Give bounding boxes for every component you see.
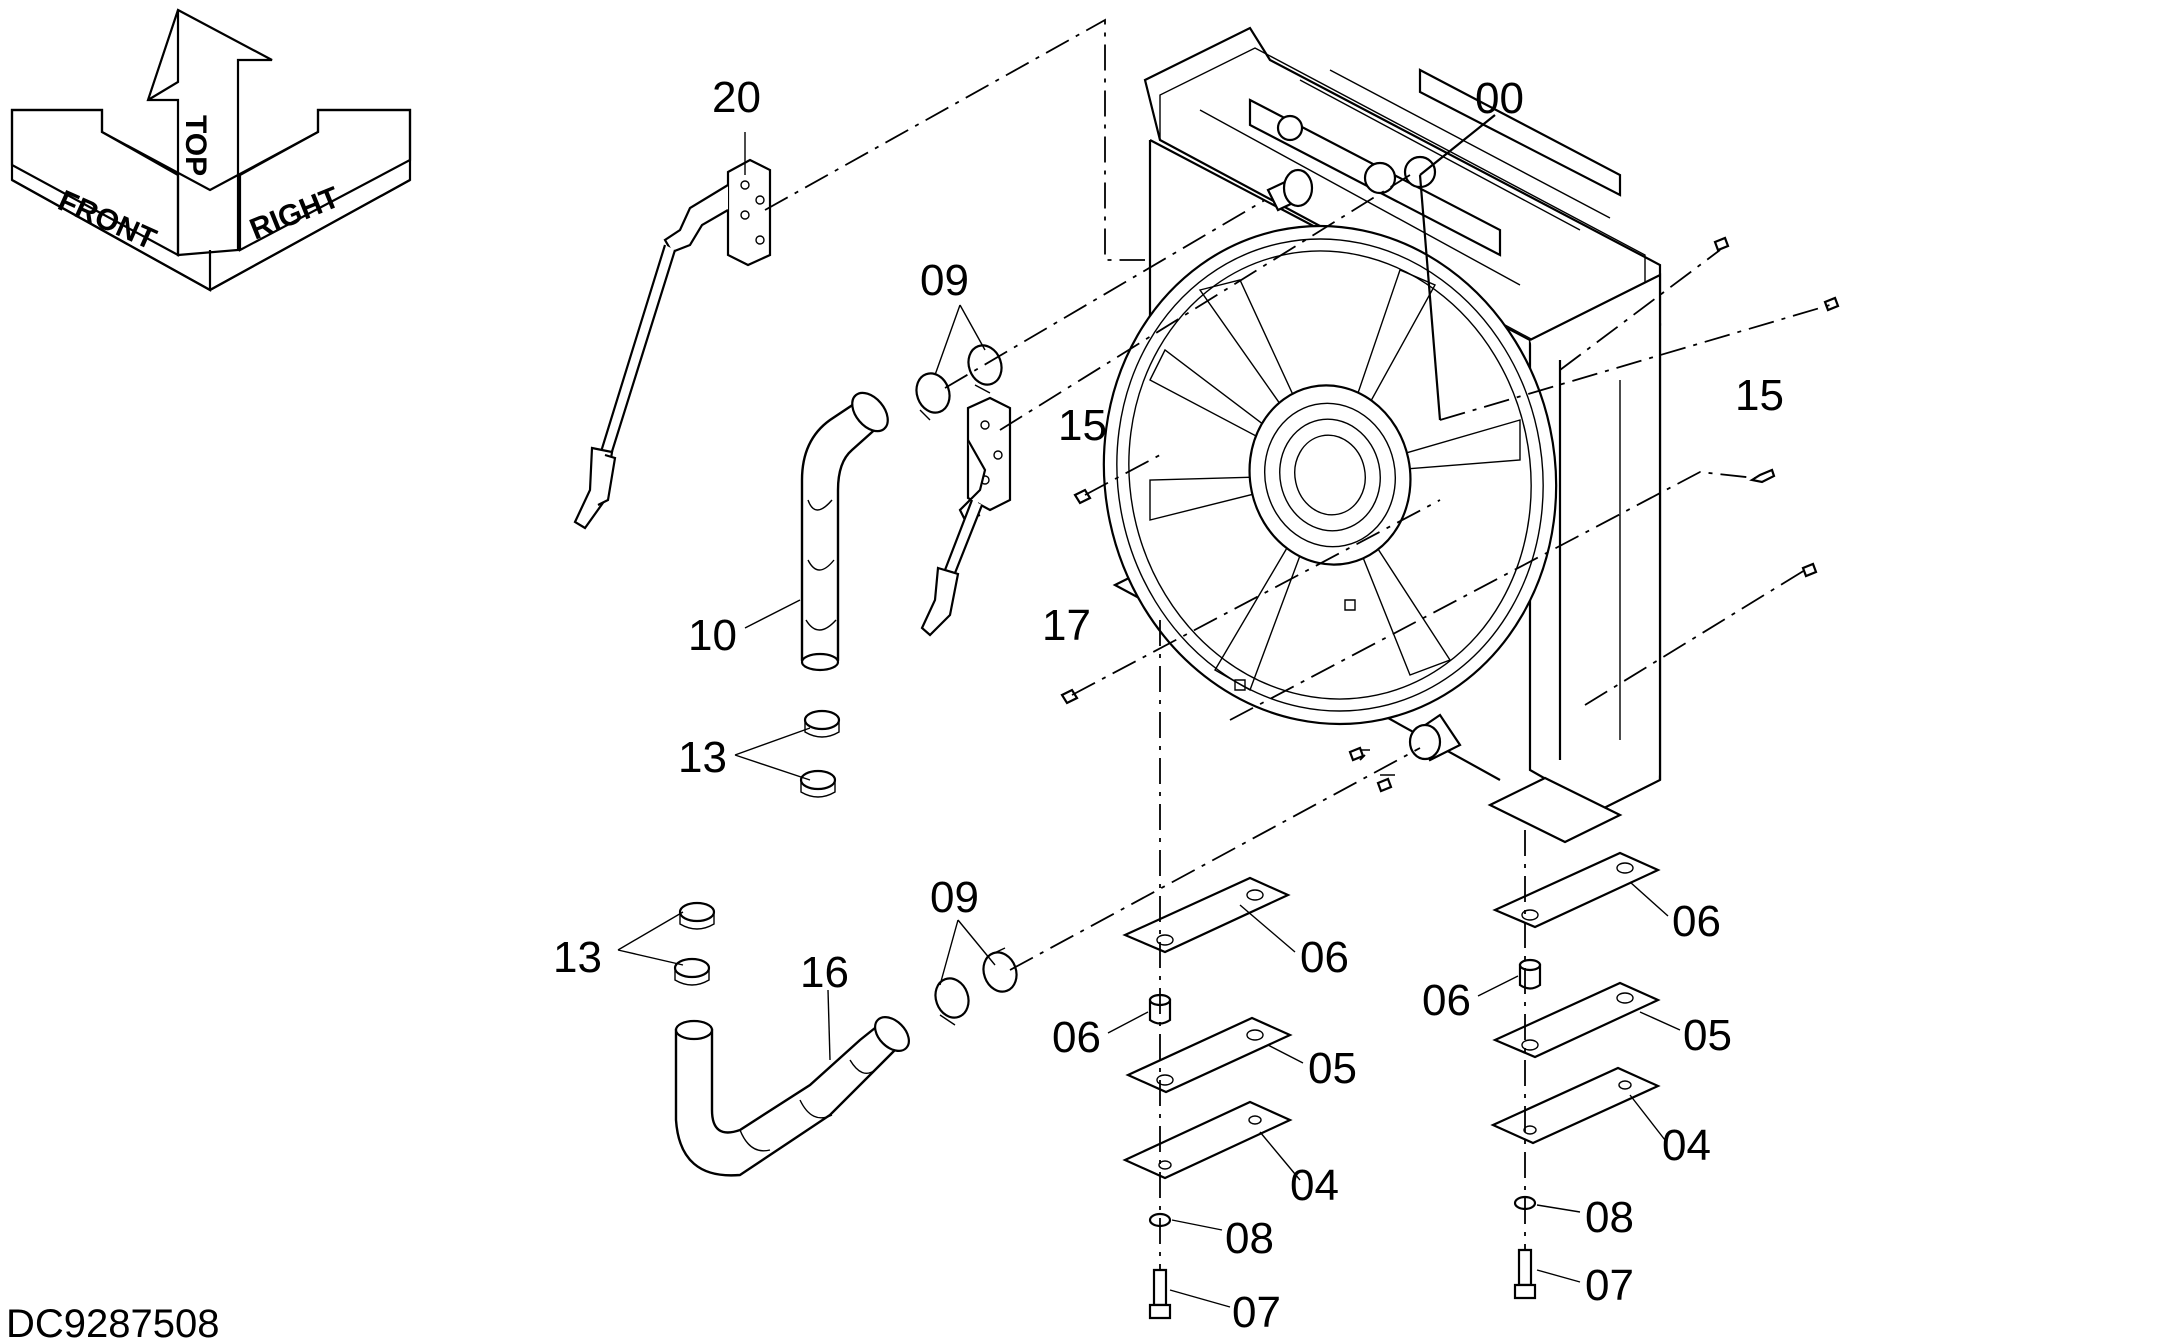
callout-05-left: 05 [1308,1044,1357,1093]
callout-04-right: 04 [1662,1121,1711,1170]
part-20-support-rod [573,158,772,530]
callout-leaders [617,132,1681,1308]
callout-07-right: 07 [1585,1261,1634,1310]
frame-bolts-right [1348,236,1840,793]
callout-15-right: 15 [1735,371,1784,420]
part-15-bolt-left [1073,488,1092,505]
callout-10: 10 [688,611,737,660]
orientation-front-label: FRONT [53,184,161,256]
callout-05-right: 05 [1683,1011,1732,1060]
callout-06-right-plate: 06 [1672,897,1721,946]
part-13-clamps-upper [799,709,841,798]
orientation-right-label: RIGHT [245,181,344,247]
part-10-upper-hose [800,391,889,672]
callout-15-left: 15 [1058,401,1107,450]
callout-07-left: 07 [1232,1288,1281,1337]
orientation-top-label: TOP [179,115,212,176]
callout-labels: 00 20 09 10 13 15 15 17 13 16 09 06 06 0… [553,73,1784,1337]
part-17-bolt [1060,688,1079,705]
document-id: DC9287508 [6,1302,220,1344]
orientation-indicator: FRONT TOP RIGHT [10,8,412,292]
callout-06-right-spacer: 06 [1422,976,1471,1025]
part-15-pin-right [1749,468,1776,484]
callout-06-left-spacer: 06 [1052,1013,1101,1062]
callout-00: 00 [1475,74,1524,123]
part-09-clamps-lower [934,947,1018,1026]
callout-06-left-plate: 06 [1300,933,1349,982]
mount-stack-right [1490,830,1661,1300]
mount-stack-left [1122,620,1293,1320]
callout-08-left: 08 [1225,1214,1274,1263]
support-rod-middle [920,396,1012,637]
callout-09-lower: 09 [930,873,979,922]
callout-13-upper: 13 [678,733,727,782]
callout-04-left: 04 [1290,1161,1339,1210]
part-13-clamps-lower [673,901,716,986]
callout-08-right: 08 [1585,1193,1634,1242]
callout-20: 20 [712,73,761,122]
callout-13-lower: 13 [553,933,602,982]
callout-09-upper: 09 [920,256,969,305]
callout-16: 16 [800,948,849,997]
callout-17: 17 [1042,601,1091,650]
part-16-lower-hose [674,1016,910,1177]
radiator-assembly [1102,26,1662,844]
assembly-lines [764,18,1831,971]
